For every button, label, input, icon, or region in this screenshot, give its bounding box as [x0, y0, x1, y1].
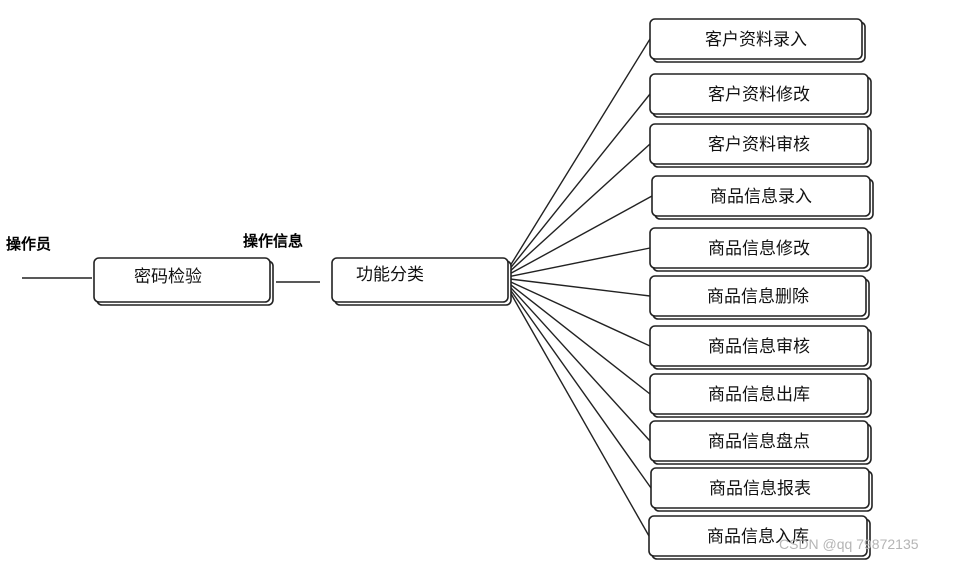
function-box: 客户资料录入	[649, 18, 866, 63]
fan-out-edges	[509, 38, 653, 537]
fan-out-edge	[509, 291, 650, 537]
password-check-label: 密码检验	[134, 267, 202, 287]
fan-out-edge	[509, 143, 651, 272]
fan-out-edge	[509, 93, 651, 270]
operator-label: 操作员	[6, 235, 51, 253]
function-box-label: 商品信息出库	[708, 385, 810, 405]
function-box-label: 客户资料修改	[708, 85, 810, 105]
function-box-label: 客户资料录入	[705, 30, 807, 50]
function-box-label: 客户资料审核	[708, 135, 810, 155]
fan-out-edge	[509, 288, 652, 489]
function-box: 商品信息入库	[648, 515, 871, 560]
function-box: 商品信息报表	[650, 467, 873, 512]
function-classify-node: 功能分类	[331, 257, 512, 306]
function-box-label: 商品信息录入	[710, 187, 812, 207]
function-box: 商品信息录入	[651, 175, 874, 220]
fan-out-edge	[509, 38, 651, 267]
fan-out-edge	[509, 280, 651, 347]
operation-info-label: 操作信息	[243, 232, 303, 250]
csdn-watermark: CSDN @qq 79872135	[779, 536, 919, 552]
function-box: 商品信息盘点	[649, 420, 872, 465]
function-box-label: 商品信息修改	[708, 239, 810, 259]
function-box-label: 商品信息盘点	[708, 432, 810, 452]
fan-out-edge	[509, 286, 651, 442]
function-box: 商品信息删除	[649, 275, 870, 320]
function-box: 商品信息出库	[649, 373, 872, 418]
function-box: 客户资料修改	[649, 73, 872, 118]
function-box: 商品信息修改	[649, 227, 872, 272]
fan-out-edge	[509, 278, 651, 297]
function-boxes: 客户资料录入客户资料修改客户资料审核商品信息录入商品信息修改商品信息删除商品信息…	[648, 18, 874, 560]
function-box: 商品信息审核	[649, 325, 872, 370]
fan-out-edge	[509, 247, 651, 278]
password-check-node: 密码检验	[93, 257, 274, 306]
fan-out-edge	[509, 283, 651, 395]
function-box-label: 商品信息删除	[707, 287, 809, 307]
function-box-label: 商品信息审核	[708, 337, 810, 357]
function-box-label: 商品信息入库	[707, 527, 809, 547]
function-box: 客户资料审核	[649, 123, 872, 168]
function-box-label: 商品信息报表	[709, 479, 811, 499]
function-classify-label: 功能分类	[356, 265, 424, 285]
fan-out-edge	[509, 195, 653, 275]
